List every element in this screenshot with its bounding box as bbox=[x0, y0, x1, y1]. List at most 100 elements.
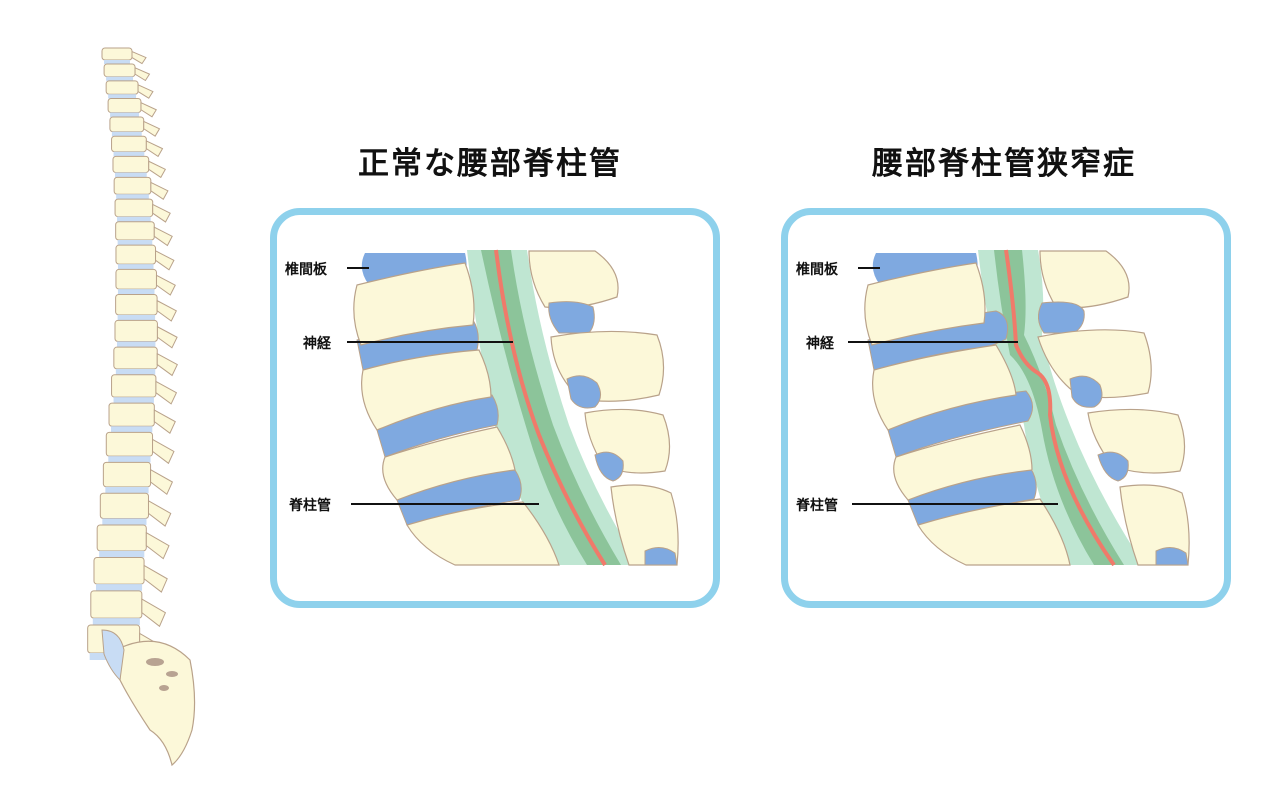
spine-disc bbox=[117, 240, 153, 246]
facet bbox=[1119, 484, 1190, 566]
spine-process bbox=[152, 438, 175, 465]
spine-process bbox=[134, 67, 151, 82]
stenosis-canal-illustration bbox=[848, 249, 1190, 567]
sacrum-disc bbox=[101, 629, 125, 682]
spine-vertebra bbox=[108, 402, 155, 427]
spine-process bbox=[150, 468, 174, 496]
spine-process bbox=[156, 352, 178, 377]
label-nerve: 神経 bbox=[303, 336, 331, 352]
spine-disc bbox=[116, 341, 156, 348]
vertebral-body bbox=[893, 424, 1033, 501]
facet bbox=[1037, 329, 1152, 399]
spine-vertebra bbox=[102, 461, 152, 488]
facet bbox=[550, 330, 665, 402]
facet-disc bbox=[548, 301, 595, 334]
spine-vertebra bbox=[111, 374, 157, 398]
nerve bbox=[1004, 249, 1116, 567]
sacrum-hole bbox=[146, 658, 164, 666]
vertebral-body bbox=[353, 262, 475, 346]
vertebral-body bbox=[382, 426, 516, 501]
spine-disc bbox=[108, 94, 137, 99]
canal-band bbox=[481, 250, 621, 565]
spine-disc bbox=[110, 112, 139, 117]
spine-process bbox=[153, 409, 176, 434]
spine-disc bbox=[113, 397, 154, 404]
spine-process bbox=[131, 50, 147, 65]
spine-vertebra bbox=[105, 431, 154, 457]
spine-process bbox=[156, 325, 178, 349]
spine-process bbox=[145, 140, 164, 158]
spine-process bbox=[147, 499, 172, 527]
spine-vertebra bbox=[103, 63, 136, 78]
spine-disc bbox=[114, 172, 147, 178]
title-stenosis: 腰部脊柱管狭窄症 bbox=[872, 146, 1136, 182]
vertebral-body bbox=[361, 349, 492, 431]
panel-normal: 椎間板 神経 脊柱管 bbox=[270, 208, 720, 608]
canal-band bbox=[994, 250, 1124, 565]
nerve bbox=[494, 249, 607, 567]
facet-disc bbox=[566, 375, 601, 409]
normal-canal-illustration bbox=[347, 249, 679, 567]
spine-process bbox=[143, 564, 168, 593]
spine-vertebra bbox=[93, 556, 145, 585]
spine-disc bbox=[117, 216, 151, 222]
spine-process bbox=[148, 160, 167, 179]
vertebral-body bbox=[864, 262, 986, 346]
spine-disc bbox=[99, 550, 145, 558]
title-normal: 正常な腰部脊柱管 bbox=[358, 146, 622, 182]
spine-vertebra bbox=[111, 135, 147, 153]
spine-vertebra bbox=[99, 492, 149, 519]
spine-vertebra bbox=[115, 221, 155, 241]
label-canal: 脊柱管 bbox=[289, 498, 331, 514]
spine-process bbox=[143, 120, 161, 137]
label-canal: 脊柱管 bbox=[796, 498, 838, 514]
spine-vertebra bbox=[114, 198, 154, 218]
spine-process bbox=[145, 531, 170, 560]
spine-disc bbox=[116, 194, 149, 200]
label-disc: 椎間板 bbox=[285, 262, 327, 278]
spine-disc bbox=[106, 76, 134, 81]
facet-disc bbox=[1038, 301, 1085, 334]
spine-vertebra bbox=[96, 524, 147, 552]
spine-vertebra bbox=[107, 97, 142, 114]
label-disc: 椎間板 bbox=[796, 262, 838, 278]
spine-disc bbox=[105, 486, 149, 494]
spine-disc bbox=[111, 426, 153, 433]
spine-vertebra bbox=[109, 116, 145, 133]
vertebral-body bbox=[406, 501, 560, 566]
spine-vertebra bbox=[115, 268, 157, 290]
spine-disc bbox=[117, 264, 154, 270]
spine-process bbox=[150, 181, 169, 201]
spine-disc bbox=[111, 131, 142, 137]
spine-vertebra bbox=[112, 155, 150, 174]
facet-disc bbox=[1069, 375, 1103, 408]
spine-disc bbox=[92, 618, 140, 625]
spine-illustration bbox=[87, 47, 196, 767]
spine-vertebra bbox=[115, 244, 157, 265]
facet bbox=[1039, 250, 1130, 309]
spine-disc bbox=[95, 584, 143, 591]
facet bbox=[610, 484, 679, 566]
spine-vertebra bbox=[115, 294, 158, 316]
spine-process bbox=[155, 380, 178, 405]
spine-process bbox=[152, 203, 171, 223]
facet-disc bbox=[644, 547, 678, 566]
spine-disc bbox=[108, 456, 151, 463]
spine-disc bbox=[113, 151, 145, 157]
spine-disc bbox=[102, 518, 147, 525]
spine-vertebrae bbox=[87, 47, 178, 663]
spine-process bbox=[141, 598, 167, 628]
sacrum-hole bbox=[159, 685, 169, 691]
spine-process bbox=[153, 226, 173, 247]
panel-stenosis: 椎間板 神経 脊柱管 bbox=[781, 208, 1231, 608]
spine-process bbox=[156, 299, 177, 322]
spine-vertebra bbox=[105, 80, 139, 95]
spine-vertebra bbox=[90, 590, 143, 619]
vertebral-body bbox=[917, 498, 1071, 566]
spine-disc bbox=[117, 314, 156, 321]
spine-process bbox=[137, 84, 154, 99]
facet bbox=[528, 250, 619, 309]
facet-disc bbox=[594, 451, 624, 482]
spine-disc bbox=[104, 60, 130, 64]
spine-vertebra bbox=[113, 346, 158, 370]
